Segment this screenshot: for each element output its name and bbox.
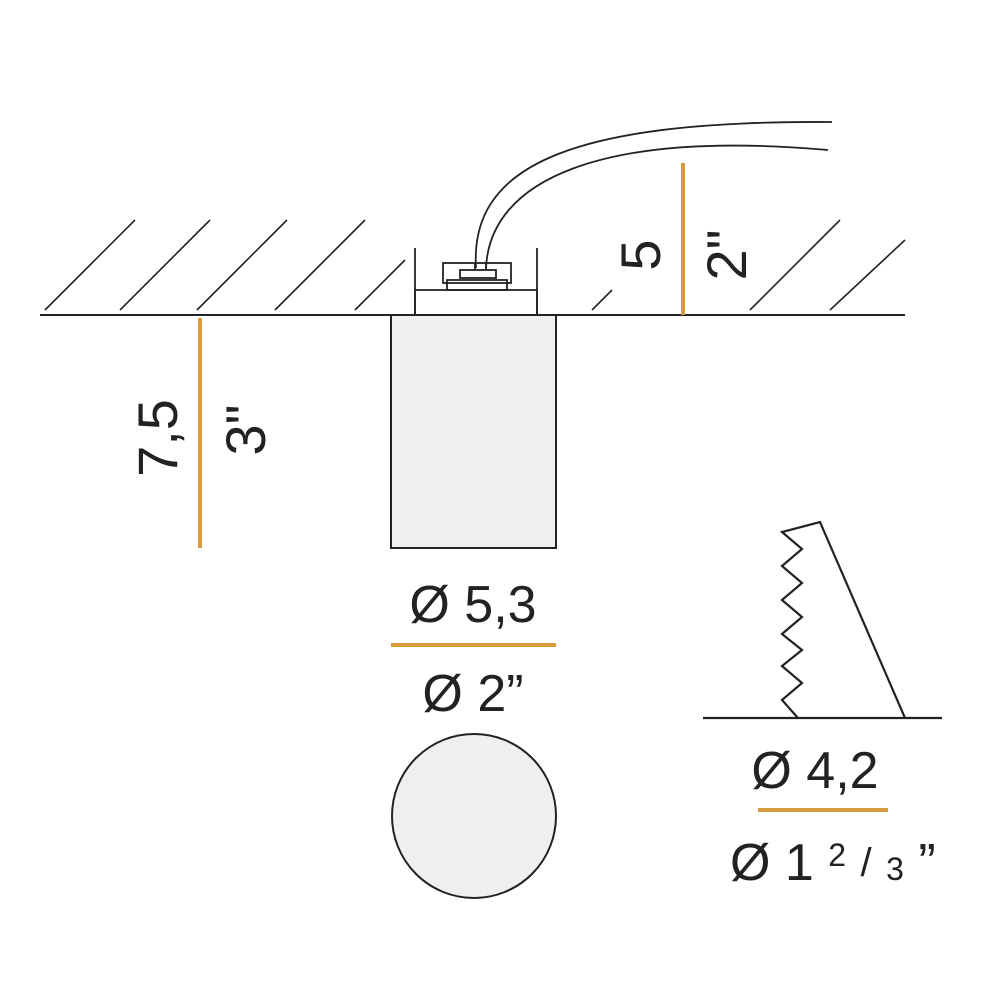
recessed-connector <box>414 248 538 316</box>
height-mm-label: 7,5 <box>126 399 189 477</box>
cutout-in-fraction-den: 3 <box>886 851 904 887</box>
cutout-in-suffix: ” <box>918 834 935 892</box>
cutout-mm-label: Ø 4,2 <box>751 742 878 800</box>
cutout-in-fraction-num: 2 <box>828 837 846 873</box>
diameter-in-label: Ø 2” <box>422 665 523 723</box>
cutout-in-prefix: Ø 1 <box>730 834 814 892</box>
diameter-mm-label: Ø 5,3 <box>409 576 536 634</box>
cutout-in-fraction-sep: / <box>861 841 873 885</box>
luminaire-front-view <box>391 733 557 899</box>
ceiling-hatching <box>44 219 906 311</box>
recess-depth-mm-label: 5 <box>609 239 672 270</box>
cutout-symbol <box>703 520 942 720</box>
cutout-in-label: Ø 1 2 / 3 ” <box>730 820 936 892</box>
height-in-label: 3" <box>214 404 277 455</box>
luminaire-housing <box>390 314 557 549</box>
recess-depth-in-label: 2" <box>695 229 758 280</box>
power-cables <box>474 121 833 269</box>
